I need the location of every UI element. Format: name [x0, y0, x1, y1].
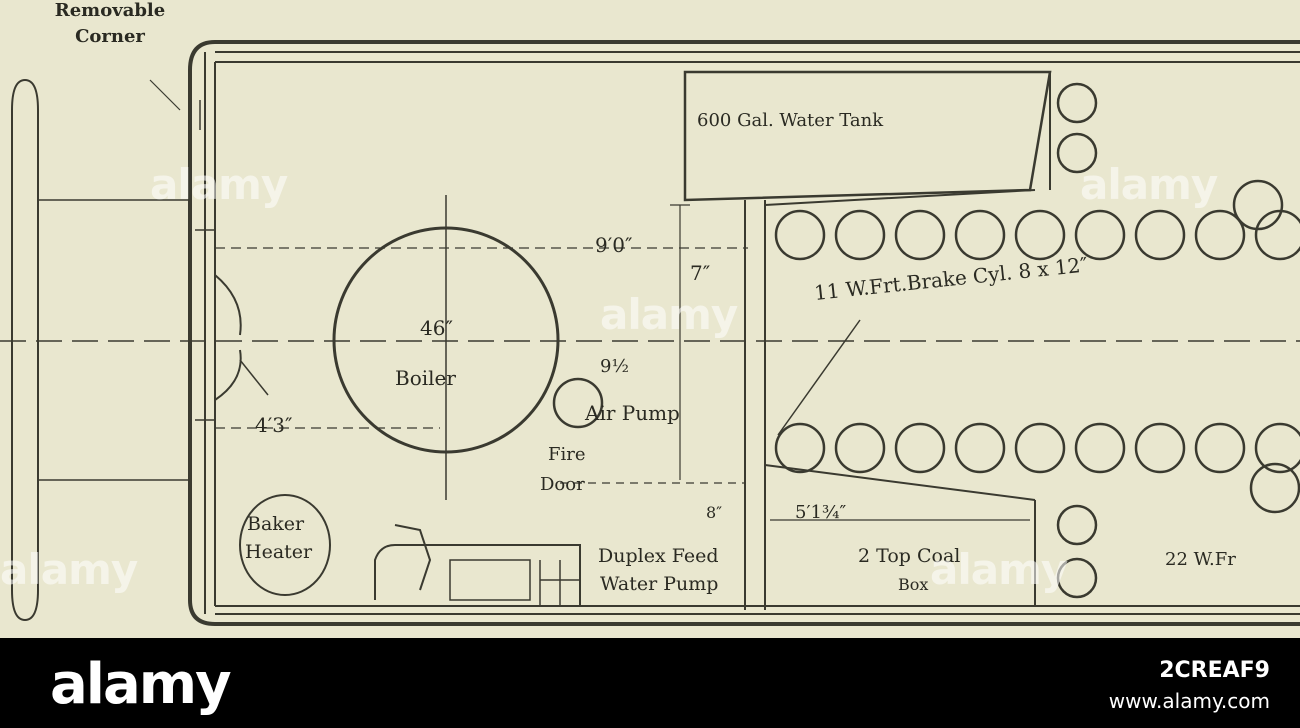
leader-line	[777, 319, 861, 436]
brake-cylinder	[1074, 209, 1126, 261]
brake-cylinder	[1254, 422, 1300, 474]
label-boiler-size: 46″	[420, 316, 453, 340]
brake-cylinder	[1232, 179, 1284, 231]
label-dim-7: 7″	[690, 261, 710, 285]
brake-cylinder	[954, 422, 1006, 474]
brake-cylinder	[1014, 209, 1066, 261]
label-removable: Removable	[55, 0, 165, 21]
image-id: 2CREAF9	[1159, 658, 1270, 683]
label-baker: Baker	[247, 513, 305, 535]
label-dim-9-5: 9½	[600, 356, 629, 377]
brake-cylinder	[774, 209, 826, 261]
brake-cylinder	[954, 209, 1006, 261]
dimension-lines	[215, 204, 1030, 521]
label-brake-11: 11 W.Frt.Brake Cyl. 8 x 12″	[813, 252, 1089, 305]
label-dim-9-0: 9′0″	[595, 233, 632, 257]
label-air-pump: Air Pump	[584, 401, 680, 425]
baker-heater	[239, 494, 331, 596]
brake-cylinder	[834, 422, 886, 474]
label-water-tank: 600 Gal. Water Tank	[697, 110, 884, 131]
brake-cylinders	[774, 82, 1300, 599]
brake-cylinder	[1056, 557, 1098, 599]
footer-meta: 2CREAF9 www.alamy.com	[1109, 658, 1270, 713]
water-tank	[683, 70, 1052, 202]
footer-bar: alamy 2CREAF9 www.alamy.com	[0, 638, 1300, 728]
label-dim-5-1: 5′1¾″	[795, 502, 846, 523]
end-bumper	[11, 79, 190, 622]
removable-leader	[149, 79, 181, 111]
brake-cylinder	[834, 209, 886, 261]
floor-plan-diagram: Removable Corner 600 Gal. Water Tank 9′0…	[0, 0, 1300, 626]
brake-cylinder	[1056, 132, 1098, 174]
brake-cylinder	[1249, 462, 1300, 514]
watermark: alamy	[930, 545, 1068, 594]
label-corner: Corner	[75, 26, 145, 47]
watermark: alamy	[150, 160, 288, 209]
end-doors	[214, 274, 269, 401]
brake-cylinder	[1014, 422, 1066, 474]
label-heater: Heater	[245, 541, 313, 563]
watermark: alamy	[600, 290, 738, 339]
duplex-feed-pump	[374, 524, 581, 606]
label-dim-8: 8″	[706, 503, 722, 522]
brake-cylinder	[1134, 422, 1186, 474]
watermark: alamy	[1080, 160, 1218, 209]
label-door: Door	[540, 474, 585, 495]
brake-cylinder	[1074, 422, 1126, 474]
car-body-outline	[188, 40, 1300, 626]
brake-cylinder	[894, 209, 946, 261]
site-url: www.alamy.com	[1108, 689, 1270, 713]
brake-cylinder	[1134, 209, 1186, 261]
brake-cylinder	[1254, 209, 1300, 261]
brake-cylinder	[774, 422, 826, 474]
label-duplex: Duplex Feed	[598, 545, 719, 567]
label-coal2: Box	[898, 575, 928, 594]
brand-logo: alamy	[50, 652, 232, 717]
brake-cylinder	[1194, 422, 1246, 474]
brake-cylinder	[1056, 504, 1098, 546]
label-brake-22: 22 W.Fr	[1165, 549, 1236, 570]
brake-cylinder	[1194, 209, 1246, 261]
air-pump-circle	[552, 377, 604, 429]
brake-cylinder	[894, 422, 946, 474]
watermark: alamy	[0, 545, 138, 594]
brake-cylinder	[1056, 82, 1098, 124]
label-water-pump: Water Pump	[600, 573, 718, 595]
partition-wall	[744, 72, 1051, 610]
label-coal1: 2 Top Coal	[858, 545, 960, 567]
label-dim-4-3: 4′3″	[255, 413, 292, 437]
label-boiler: Boiler	[395, 366, 456, 390]
label-fire: Fire	[548, 444, 586, 465]
